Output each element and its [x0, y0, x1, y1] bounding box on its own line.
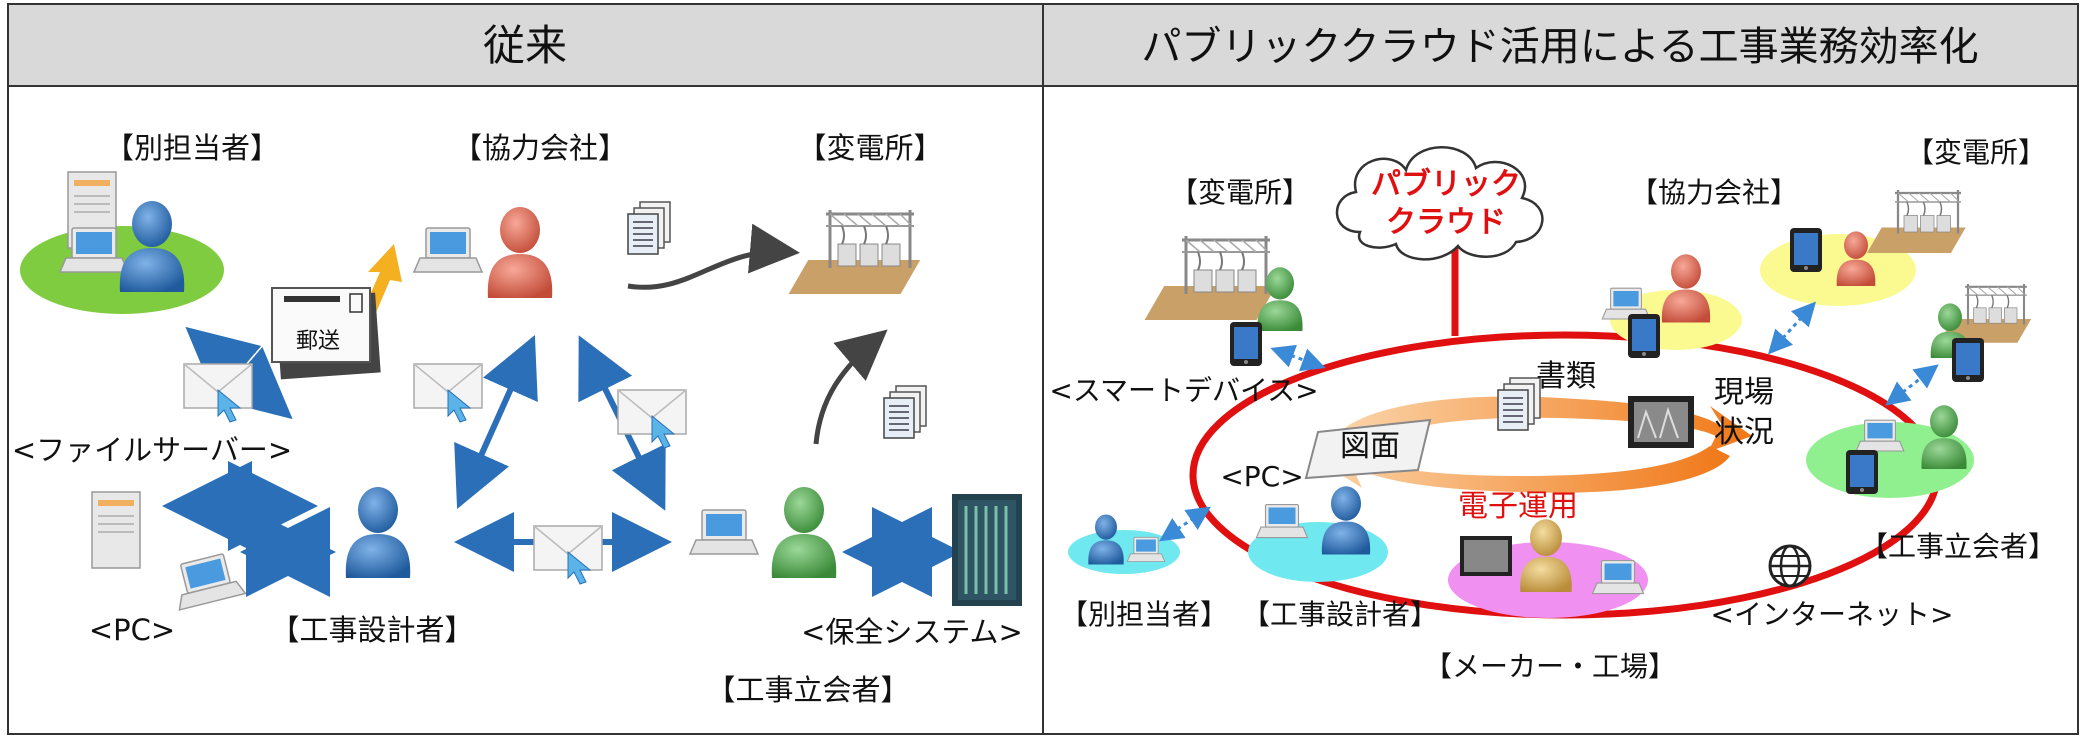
internet-globe-icon [1768, 544, 1812, 588]
partner-company-label: 【協力会社】 [453, 131, 627, 165]
envelope-icon-1 [183, 363, 253, 423]
postal-mail-icon: 郵送 [271, 244, 402, 380]
left-diagram: 【別担当者】 【協力会社】 【変電所】 郵送 <ファイルサーバー> <PC> [12, 131, 1023, 707]
designer-label: 【工事設計者】 [270, 613, 473, 647]
documents-label: 書類 [1536, 359, 1596, 394]
partner-documents-icon [627, 201, 671, 255]
supervisor-laptop-icon [689, 509, 759, 555]
cloud-label-line2: クラウド [1386, 205, 1506, 240]
partner-company-right-label: 【協力会社】 [1630, 176, 1798, 209]
supervisor-to-substation-arrow [813, 329, 888, 445]
substation-right-label: 【変電所】 [1906, 136, 2046, 169]
substation-left-icon [1143, 234, 1278, 322]
substation-right-tablet-icon [1790, 228, 1822, 272]
envelope-icon-4 [533, 525, 603, 585]
site-status-label-line1: 現場 [1714, 375, 1774, 410]
other-staff-right-link [1159, 506, 1211, 542]
pc-laptop-icon [168, 550, 247, 611]
left-header-bg [7, 3, 1044, 87]
substation-right-icon [1865, 188, 1967, 255]
site-status-label-line2: 状況 [1714, 415, 1774, 450]
factory-photo-icon [1460, 536, 1512, 576]
supervisor-right-tablet-icon [1846, 450, 1878, 494]
smart-device-label: <スマートデバイス> [1049, 374, 1318, 407]
supervisor-link [1885, 364, 1939, 406]
designer-partner-arrow [454, 335, 538, 509]
partner-right-person-icon [1661, 254, 1711, 323]
supervisor-person-icon [771, 487, 837, 578]
right-panel-title: パブリッククラウド活用による工事業務効率化 [1141, 24, 1978, 70]
designer-right-label: 【工事設計者】 [1242, 598, 1438, 631]
public-cloud-icon: パブリック クラウド [1335, 146, 1544, 261]
substation-icon [787, 208, 922, 296]
partner-to-substation-arrow [627, 223, 800, 290]
maintenance-system-icon [952, 494, 1022, 606]
designer-right-laptop-icon [1255, 503, 1309, 539]
drawings-label: 図面 [1340, 429, 1400, 464]
left-panel-title: 従来 [483, 21, 567, 70]
file-server-icon [91, 491, 141, 569]
partner-tablet-icon [1628, 314, 1660, 358]
smart-device-tablet-icon [1230, 322, 1262, 366]
documents-icon [1497, 377, 1541, 431]
internet-label: <インターネット> [1711, 598, 1954, 631]
designer-person-icon [345, 487, 411, 578]
other-staff-right-area [1068, 530, 1180, 574]
postal-mail-label: 郵送 [296, 329, 340, 354]
other-staff-label: 【別担当者】 [105, 131, 279, 165]
supervisor-right-label: 【工事立会者】 [1860, 530, 2056, 563]
cloud-label-line1: パブリック [1371, 167, 1521, 202]
supervisor-label: 【工事立会者】 [706, 673, 909, 707]
drawings-sheet-icon [1304, 418, 1432, 480]
pc-right-label: <PC> [1220, 460, 1303, 493]
partner-person-icon [487, 207, 553, 298]
file-server-label: <ファイルサーバー> [12, 433, 292, 467]
maker-factory-label: 【メーカー・工場】 [1424, 650, 1676, 683]
left-panel: 従来 [7, 3, 1044, 735]
right-panel-border [1042, 3, 2079, 735]
partner-laptop-icon [413, 227, 483, 273]
supervisor-documents-icon [883, 385, 927, 439]
designer-right-person-icon [1321, 486, 1371, 555]
envelope-icon-2 [413, 363, 483, 423]
smart-device-link [1270, 344, 1326, 372]
substation-label: 【変電所】 [797, 131, 942, 165]
substation-left-label: 【変電所】 [1170, 176, 1310, 209]
right-panel: パブリッククラウド活用による工事業務効率化 [1042, 3, 2079, 735]
other-staff-right-label: 【別担当者】 [1060, 598, 1228, 631]
right-diagram: パブリック クラウド 【変電所】 <スマートデバイス> 【協力会社】 【変電所】 [1049, 136, 2056, 683]
pc-label: <PC> [89, 613, 175, 647]
supervisor-right-tablet-top-icon [1952, 338, 1984, 382]
electronic-operation-label: 電子運用 [1458, 489, 1578, 524]
maintenance-system-label: <保全システム> [801, 615, 1023, 649]
partner-link [1767, 301, 1817, 355]
flow-arrow-bottom [1318, 440, 1730, 493]
site-photo-icon [1628, 396, 1694, 448]
